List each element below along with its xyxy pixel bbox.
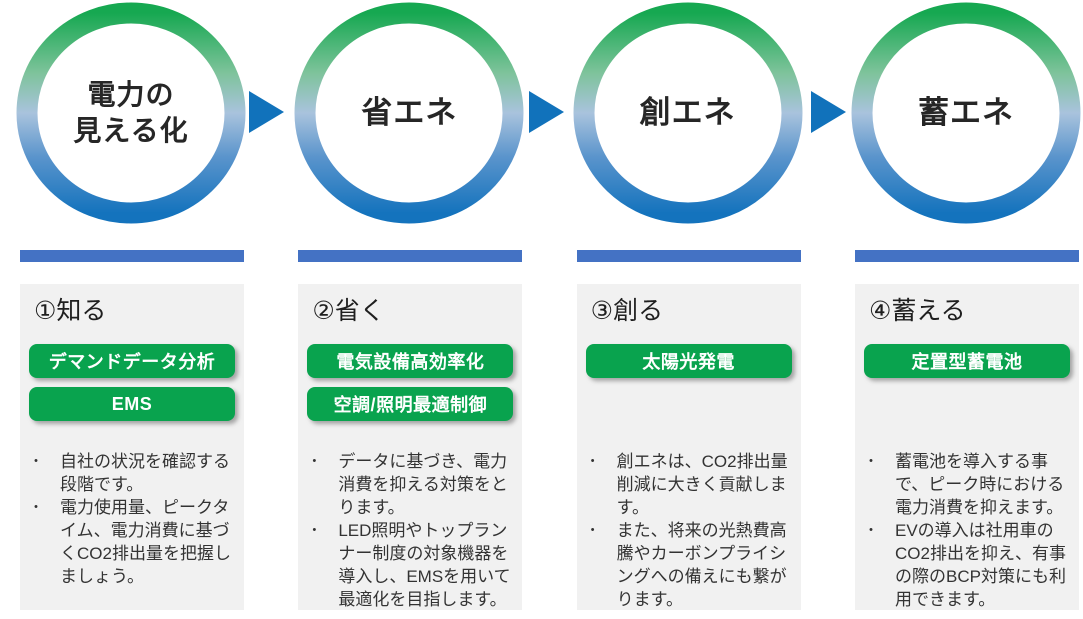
badge-equipment-efficiency: 電気設備高効率化 xyxy=(307,344,514,378)
badge-list: 定置型蓄電池 xyxy=(863,344,1070,422)
bullet-item: データに基づき、電力消費を抑える対策をとります。 xyxy=(307,450,513,519)
card-title: ④蓄える xyxy=(868,297,966,325)
bullet-list: データに基づき、電力消費を抑える対策をとります。 LED照明やトップランナー制度… xyxy=(307,450,513,611)
bullet-item: EVの導入は社用車のCO2排出を抑え、有事の際のBCP対策にも利用できます。 xyxy=(864,519,1070,611)
step-underline-bar xyxy=(576,250,801,262)
circle-label: 蓄エネ xyxy=(851,2,1081,224)
gradient-ring-icon xyxy=(851,2,1081,224)
badge-hvac-lighting-control: 空調/照明最適制御 xyxy=(307,387,514,421)
bullet-list: 創エネは、CO2排出量削減に大きく貢献します。 また、将来の光熱費高騰やカーボン… xyxy=(586,450,792,611)
step-underline-bar xyxy=(854,250,1079,262)
card-title: ②省く xyxy=(312,297,385,325)
step-underline-bar xyxy=(298,250,523,262)
badge-ems: EMS xyxy=(29,387,235,421)
right-arrow-icon xyxy=(249,91,284,133)
bullet-item: また、将来の光熱費高騰やカーボンプライシングへの備えにも繋がります。 xyxy=(586,519,792,611)
step-circle-save-energy: 省エネ xyxy=(294,2,524,224)
gradient-ring-icon xyxy=(573,2,803,224)
step-column-create-energy: 創エネ ③創る 太陽光発電 創エネは、CO2排出量削減に大きく貢献します。 また… xyxy=(573,2,803,611)
circle-label: 創エネ xyxy=(573,2,803,224)
bullet-item: 自社の状況を確認する段階です。 xyxy=(29,450,235,496)
step-circle-create-energy: 創エネ xyxy=(573,2,803,224)
step-column-save-energy: 省エネ ②省く 電気設備高効率化 空調/照明最適制御 データに基づき、電力消費を… xyxy=(294,2,524,611)
badge-list: 電気設備高効率化 空調/照明最適制御 xyxy=(307,344,514,422)
step-card-create: ③創る 太陽光発電 創エネは、CO2排出量削減に大きく貢献します。 また、将来の… xyxy=(576,284,801,611)
gradient-ring-icon xyxy=(294,2,524,224)
gradient-ring-icon xyxy=(16,2,246,224)
circle-label: 省エネ xyxy=(294,2,524,224)
badge-solar-power: 太陽光発電 xyxy=(585,344,792,378)
circle-label-line: 省エネ xyxy=(361,95,458,131)
step-circle-visualize: 電力の 見える化 xyxy=(16,2,246,224)
badge-list: 太陽光発電 xyxy=(585,344,792,422)
step-column-store-energy: 蓄エネ ④蓄える 定置型蓄電池 蓄電池を導入する事で、ピーク時における電力消費を… xyxy=(851,2,1081,611)
card-title: ①知る xyxy=(34,297,107,325)
circle-label: 電力の 見える化 xyxy=(16,2,246,224)
right-arrow-icon xyxy=(811,91,846,133)
circle-label-line: 蓄エネ xyxy=(917,95,1014,131)
right-arrow-icon xyxy=(529,91,564,133)
card-title: ③創る xyxy=(590,297,664,325)
bullet-item: 蓄電池を導入する事で、ピーク時における電力消費を抑えます。 xyxy=(864,450,1070,519)
step-card-reduce: ②省く 電気設備高効率化 空調/照明最適制御 データに基づき、電力消費を抑える対… xyxy=(298,284,523,611)
step-card-know: ①知る デマンドデータ分析 EMS 自社の状況を確認する段階です。 電力使用量、… xyxy=(20,284,244,610)
badge-stationary-battery: 定置型蓄電池 xyxy=(863,344,1070,378)
badge-list: デマンドデータ分析 EMS xyxy=(29,344,235,422)
bullet-item: 電力使用量、ピークタイム、電力消費に基づくCO2排出量を把握しましょう。 xyxy=(29,496,235,588)
step-column-visualize: 電力の 見える化 ①知る デマンドデータ分析 EMS 自社の状況を確認する段階で… xyxy=(16,2,246,610)
bullet-list: 蓄電池を導入する事で、ピーク時における電力消費を抑えます。 EVの導入は社用車の… xyxy=(864,450,1070,611)
step-circle-store-energy: 蓄エネ xyxy=(851,2,1081,224)
step-underline-bar xyxy=(20,250,244,262)
circle-label-line: 創エネ xyxy=(639,95,736,131)
badge-demand-data-analysis: デマンドデータ分析 xyxy=(29,344,235,378)
bullet-item: LED照明やトップランナー制度の対象機器を導入し、EMSを用いて最適化を目指しま… xyxy=(307,519,513,611)
step-columns: 電力の 見える化 ①知る デマンドデータ分析 EMS 自社の状況を確認する段階で… xyxy=(16,2,1081,611)
step-card-store: ④蓄える 定置型蓄電池 蓄電池を導入する事で、ピーク時における電力消費を抑えます… xyxy=(854,284,1079,611)
circle-label-line: 見える化 xyxy=(73,115,189,146)
bullet-list: 自社の状況を確認する段階です。 電力使用量、ピークタイム、電力消費に基づくCO2… xyxy=(29,450,235,588)
bullet-item: 創エネは、CO2排出量削減に大きく貢献します。 xyxy=(586,450,792,519)
circle-label-line: 電力の xyxy=(87,78,175,110)
